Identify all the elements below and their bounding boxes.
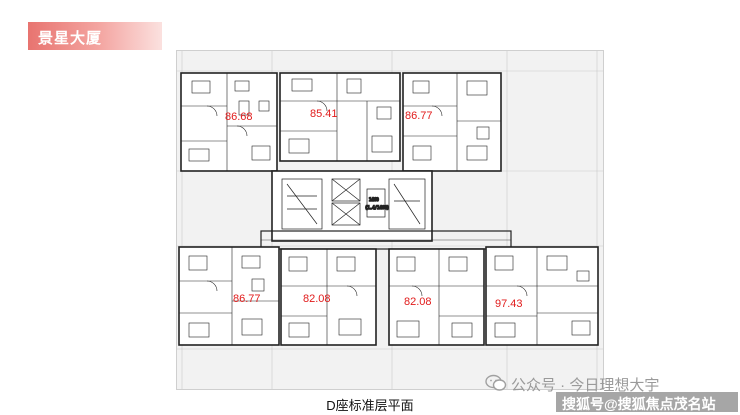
- wechat-icon: [485, 374, 507, 391]
- source-text: 搜狐号@搜狐焦点茂名站: [562, 396, 716, 412]
- floor-plan: 1460 (1.4/1460): [176, 50, 604, 390]
- unit-bottom-center-left: [280, 248, 377, 346]
- plan-caption: D座标准层平面: [326, 398, 414, 413]
- unit-bottom-right: [485, 246, 599, 346]
- corridor: [260, 230, 512, 250]
- area-label-unit-2: 85.41: [310, 108, 338, 120]
- wechat-watermark: 公众号 · 今日理想大宇: [485, 374, 730, 394]
- area-label-unit-7: 97.43: [495, 298, 523, 310]
- core-label-1: 1460: [369, 197, 379, 202]
- area-label-unit-4: 86.77: [233, 293, 261, 305]
- core-label-2: (1.4/1460): [365, 205, 389, 210]
- unit-top-left: [180, 72, 278, 172]
- unit-top-middle: [279, 72, 401, 162]
- page-title: 景星大厦: [38, 30, 103, 47]
- unit-top-right: [402, 72, 502, 172]
- area-label-unit-6: 82.08: [404, 296, 432, 308]
- building-core: 1460 (1.4/1460): [271, 170, 433, 242]
- floor-plan-drawing: 1460 (1.4/1460): [177, 51, 603, 389]
- area-label-unit-3: 86.77: [405, 110, 433, 122]
- watermark-text: 公众号 · 今日理想大宇: [511, 377, 660, 394]
- unit-bottom-center-right: [388, 248, 485, 346]
- source-watermark: 搜狐号@搜狐焦点茂名站: [556, 392, 738, 412]
- area-label-unit-1: 86.68: [225, 111, 253, 123]
- area-label-unit-5: 82.08: [303, 293, 331, 305]
- title-banner: 景星大厦: [28, 22, 162, 50]
- unit-bottom-left: [178, 246, 280, 346]
